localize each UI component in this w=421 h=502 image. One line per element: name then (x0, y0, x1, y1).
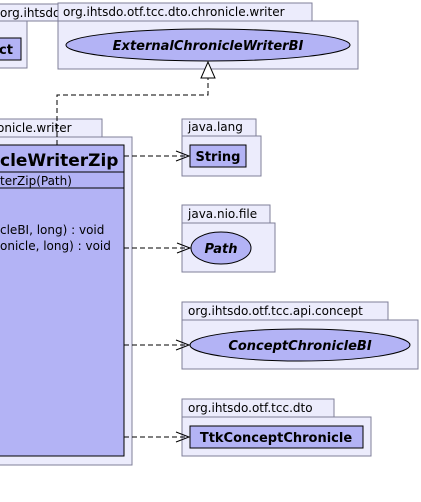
package-dto-label: org.ihtsdo.otf.tcc.dto (188, 401, 313, 415)
package-concept: org.ihtsdo.otf.tcc.api.concept ConceptCh… (181, 301, 419, 370)
package-java-lang-label: java.lang (187, 120, 243, 134)
arrow-head-icon (175, 150, 191, 162)
realization-triangle-icon (200, 60, 216, 79)
dependency-concept-chronicle (124, 339, 191, 351)
class-left-top[interactable] (0, 37, 22, 61)
class-chronicle-writer-zip[interactable]: cleWriterZip terZip(Path) cleBI, long) :… (0, 144, 125, 457)
package-external-label: org.ihtsdo.otf.tcc.dto.chronicle.writer (63, 5, 285, 19)
class-left-top-name: ct (0, 43, 13, 58)
realization-arrow (56, 60, 216, 145)
class-ttk-concept-chronicle-name: TtkConceptChronicle (200, 431, 353, 446)
arrow-head-icon (176, 242, 192, 254)
interface-path-name: Path (205, 242, 238, 257)
class-main-constructor: terZip(Path) (0, 174, 72, 188)
package-java-nio-file: java.nio.file Path (181, 204, 276, 273)
package-java-nio-file-label: java.nio.file (187, 207, 257, 221)
dependency-string (124, 150, 191, 162)
arrow-head-icon (175, 431, 191, 443)
package-left-top-label: org.ihtsdo (0, 6, 60, 20)
package-external: org.ihtsdo.otf.tcc.dto.chronicle.writer … (57, 2, 359, 70)
package-main-label: onicle.writer (0, 121, 72, 135)
interface-external-chronicle-writer-name: ExternalChronicleWriterBI (113, 39, 304, 54)
class-main-method-2: onicle, long) : void (0, 239, 111, 253)
dependency-path (124, 242, 192, 254)
class-main-name: cleWriterZip (0, 151, 118, 171)
arrow-head-icon (175, 339, 191, 351)
package-left-top: org.ihtsdo ct (0, 3, 73, 69)
class-string-name: String (195, 150, 240, 165)
interface-concept-chronicle-name: ConceptChronicleBI (228, 339, 372, 354)
package-java-lang: java.lang String (181, 118, 262, 177)
dependency-ttk-concept-chronicle (124, 431, 191, 443)
class-main-method-1: cleBI, long) : void (0, 223, 104, 237)
package-concept-label: org.ihtsdo.otf.tcc.api.concept (188, 304, 363, 318)
package-dto: org.ihtsdo.otf.tcc.dto TtkConceptChronic… (181, 398, 372, 457)
